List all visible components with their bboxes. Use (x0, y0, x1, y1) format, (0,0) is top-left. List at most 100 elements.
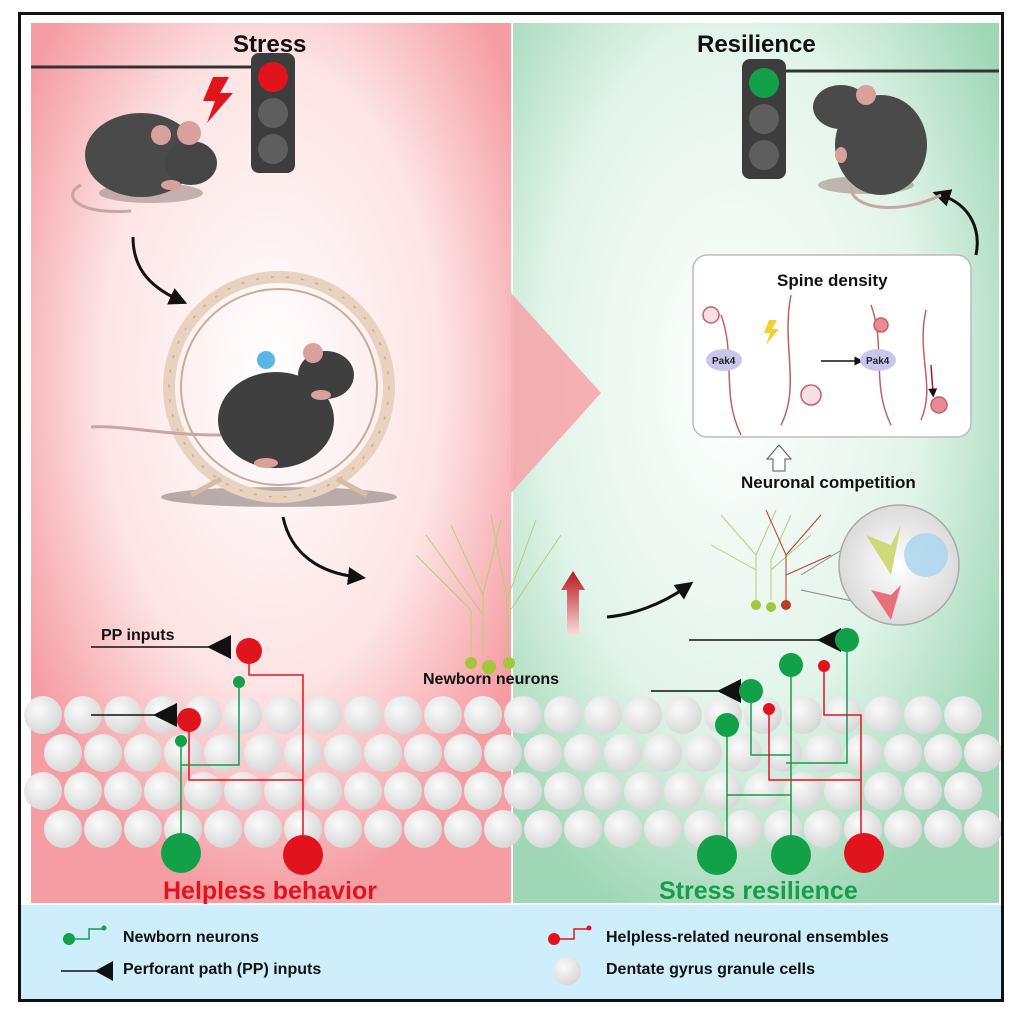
granule-cell (824, 772, 862, 810)
granule-cell (364, 734, 402, 772)
granule-cell (204, 810, 242, 848)
spine-diagram-before (702, 294, 822, 436)
arrow-to-resilient-mouse (932, 189, 979, 256)
granule-cell (524, 734, 562, 772)
pak4-before-bubble (706, 349, 742, 371)
granule-cell (344, 696, 382, 734)
granule-cell (884, 734, 922, 772)
granule-cell-layer (24, 696, 1001, 848)
legend-helpless-icon (548, 925, 592, 945)
granule-cell (224, 696, 262, 734)
granule-cell (464, 772, 502, 810)
granule-cell (844, 734, 882, 772)
granule-cell (184, 772, 222, 810)
legend-newborn-icon (63, 925, 107, 945)
granule-cell (304, 772, 342, 810)
granule-cell (624, 696, 662, 734)
granule-cell (864, 696, 902, 734)
arrow-to-competition (606, 581, 694, 619)
granule-cell (144, 772, 182, 810)
granule-cell (264, 772, 302, 810)
granule-cell (684, 734, 722, 772)
granule-cell (324, 734, 362, 772)
stress-resilience-label: Stress resilience (659, 877, 858, 905)
granule-cell (304, 696, 342, 734)
granule-cell (104, 772, 142, 810)
granule-cell (504, 696, 542, 734)
granule-cell (244, 810, 282, 848)
granule-cell (124, 734, 162, 772)
granule-cell (404, 734, 442, 772)
transition-arrow (511, 293, 601, 493)
granule-cell (604, 734, 642, 772)
pak4-label-before: Pak4 (712, 356, 736, 367)
granule-cell (124, 810, 162, 848)
granule-cell (164, 734, 202, 772)
pak4-label-after: Pak4 (866, 356, 890, 367)
granule-cell (504, 772, 542, 810)
granule-cell (264, 696, 302, 734)
legend-newborn-label: Newborn neurons (123, 929, 260, 946)
granule-cell (744, 772, 782, 810)
granule-cell (544, 772, 582, 810)
spine-density-box (692, 254, 972, 438)
granule-cell (224, 772, 262, 810)
up-arrow-outline (765, 444, 793, 472)
traffic-light-red-icon (251, 53, 295, 173)
granule-cell (964, 810, 1001, 848)
resilience-title: Resilience (697, 31, 816, 58)
granule-cell (444, 810, 482, 848)
running-wheel-icon (161, 271, 397, 507)
granule-cell (24, 772, 62, 810)
traffic-light-green-icon (742, 59, 786, 179)
granule-cell (64, 696, 102, 734)
arrow-to-wheel (131, 236, 188, 305)
newborn-neurons-label: Newborn neurons (423, 671, 560, 688)
granule-cell (664, 772, 702, 810)
right-circuit (651, 628, 884, 875)
granule-cell (624, 772, 662, 810)
legend-pp-icon (61, 961, 113, 981)
granule-cell (524, 810, 562, 848)
figure-frame: Stress Resilience Spine density Pak4 Pak… (18, 12, 1004, 1002)
granule-cell (904, 696, 942, 734)
legend-helpless-label: Helpless-related neuronal ensembles (606, 929, 889, 946)
granule-cell (664, 696, 702, 734)
granule-cell (804, 734, 842, 772)
stress-title: Stress (233, 31, 307, 58)
left-circuit (91, 635, 323, 875)
granule-cell (864, 772, 902, 810)
legend-pp-label: Perforant path (PP) inputs (123, 961, 322, 978)
mouse-icon (71, 113, 217, 214)
granule-cell (484, 734, 522, 772)
granule-cell (804, 810, 842, 848)
granule-cell (24, 696, 62, 734)
granule-cell (884, 810, 922, 848)
helpless-behavior-label: Helpless behavior (163, 877, 377, 905)
granule-cell (564, 734, 602, 772)
granule-cell (644, 734, 682, 772)
running-mouse-icon (90, 343, 354, 468)
granule-cell (724, 810, 762, 848)
granule-cell (584, 696, 622, 734)
granule-cell (44, 810, 82, 848)
granule-cell (424, 696, 462, 734)
granule-cell (424, 772, 462, 810)
granule-cell (444, 734, 482, 772)
granule-cell (384, 772, 422, 810)
granule-cell (604, 810, 642, 848)
granule-cell (344, 772, 382, 810)
granule-cell (924, 734, 962, 772)
pak4-after-bubble (860, 349, 896, 371)
arrow-to-neurons (281, 516, 366, 585)
increase-arrow (561, 571, 585, 635)
lightning-icon (203, 77, 233, 123)
granule-cell (564, 810, 602, 848)
granule-cell (464, 696, 502, 734)
granule-cell (904, 772, 942, 810)
granule-cell (544, 696, 582, 734)
granule-cell (384, 696, 422, 734)
granule-cell (244, 734, 282, 772)
granule-cell (404, 810, 442, 848)
spine-density-title: Spine density (777, 271, 888, 290)
